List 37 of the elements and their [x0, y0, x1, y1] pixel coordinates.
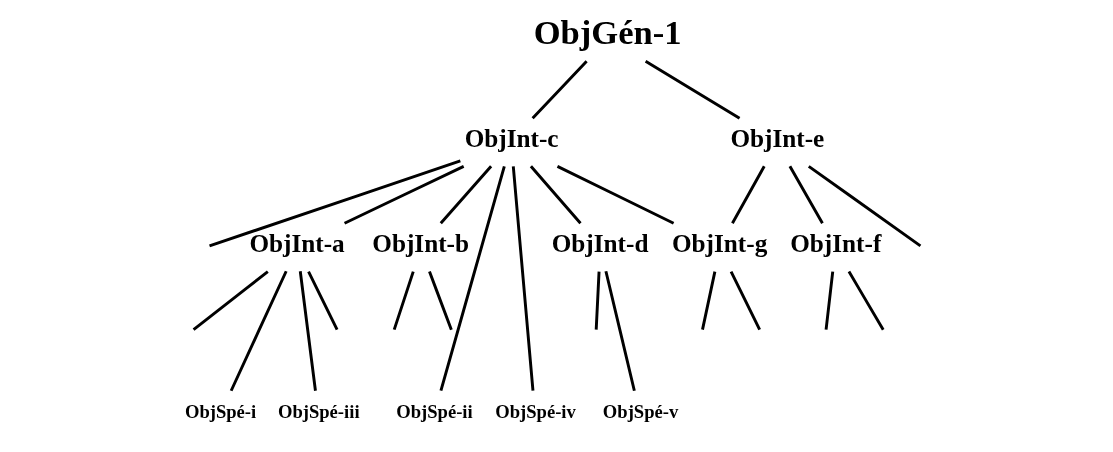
node-text: ObjGén-1 — [533, 13, 681, 52]
connector — [298, 271, 317, 391]
connector — [306, 270, 338, 331]
node-text: ObjSpé-i — [184, 401, 256, 423]
connector — [439, 165, 492, 225]
connector — [531, 60, 588, 120]
connector — [208, 159, 461, 248]
connector — [700, 271, 716, 330]
connector — [229, 270, 287, 392]
connector — [807, 165, 921, 248]
node-text: ObjSpé-v — [602, 401, 678, 423]
connector — [729, 270, 761, 331]
connector — [603, 270, 636, 392]
node-text: ObjSpé-iii — [277, 401, 360, 423]
connector — [824, 271, 834, 330]
connector — [847, 270, 884, 331]
connector — [556, 165, 674, 225]
node-text: ObjSpé-iv — [494, 401, 576, 423]
connector — [788, 165, 824, 224]
connector — [343, 165, 464, 225]
connector — [511, 166, 534, 391]
node-text: ObjInt-e — [729, 125, 824, 153]
connector — [439, 166, 506, 391]
node-text: ObjSpé-ii — [395, 401, 473, 423]
node-text: ObjInt-b — [371, 230, 469, 258]
node-text: ObjInt-d — [551, 230, 648, 258]
connector — [392, 271, 415, 331]
node-text: ObjInt-g — [671, 230, 767, 258]
connector — [192, 270, 269, 331]
connector — [644, 60, 740, 120]
connector — [529, 165, 582, 225]
node-text: ObjInt-c — [464, 125, 559, 153]
connector — [730, 165, 765, 224]
node-text: ObjInt-f — [789, 230, 881, 258]
connector — [594, 271, 600, 330]
node-text: ObjInt-a — [248, 230, 345, 258]
connector — [427, 271, 453, 331]
